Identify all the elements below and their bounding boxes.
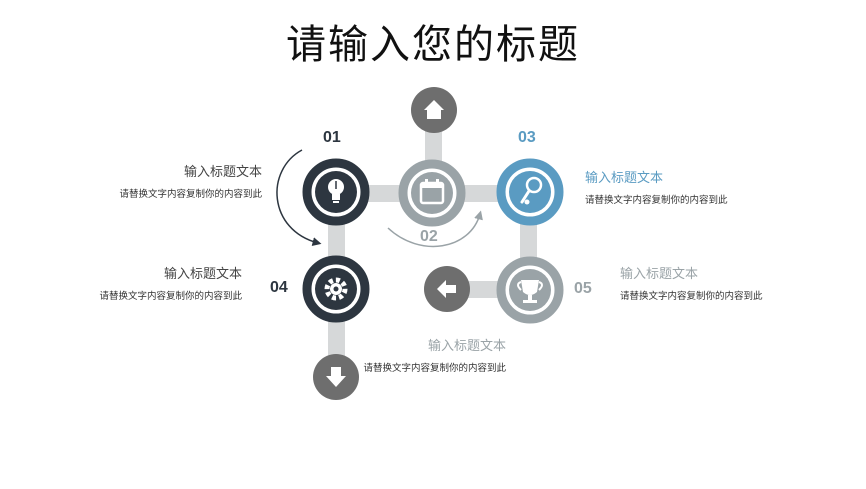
page-title: 请输入您的标题 <box>286 22 580 68</box>
step-title-04: 输入标题文本 <box>163 267 242 282</box>
gear-icon <box>324 277 348 301</box>
calendar-icon <box>419 179 445 205</box>
home-icon <box>424 100 444 119</box>
step-title-03: 输入标题文本 <box>585 171 664 186</box>
step-title-02: 输入标题文本 <box>427 339 506 354</box>
arrow-home <box>411 87 457 133</box>
step-number-01: 01 <box>323 129 341 146</box>
curved-arrow-02 <box>387 210 483 248</box>
step-desc-01: 请替换文字内容复制你的内容到此 <box>119 189 262 200</box>
step-title-05: 输入标题文本 <box>620 267 699 282</box>
step-circle-04 <box>302 255 370 323</box>
step-circle-02 <box>398 159 466 227</box>
step-text-05: 输入标题文本 请替换文字内容复制你的内容到此 <box>620 263 763 302</box>
step-title-01: 输入标题文本 <box>183 165 262 180</box>
step-desc-02: 请替换文字内容复制你的内容到此 <box>363 363 506 374</box>
step-desc-03: 请替换文字内容复制你的内容到此 <box>585 195 728 206</box>
step-circle-03 <box>496 158 564 226</box>
step-number-05: 05 <box>574 280 592 297</box>
step-text-04: 输入标题文本 请替换文字内容复制你的内容到此 <box>99 263 242 302</box>
step-circle-05 <box>496 256 564 324</box>
step-desc-04: 请替换文字内容复制你的内容到此 <box>99 291 242 302</box>
step-number-03: 03 <box>518 129 536 146</box>
arrow-down <box>313 354 359 400</box>
step-text-02: 输入标题文本 请替换文字内容复制你的内容到此 <box>363 335 506 374</box>
connector-down-arrow <box>328 315 345 360</box>
arrow-left <box>424 266 470 312</box>
step-number-04: 04 <box>270 279 288 296</box>
step-desc-05: 请替换文字内容复制你的内容到此 <box>620 291 763 302</box>
step-circle-01 <box>302 158 370 226</box>
curved-arrow-01-to-04 <box>276 149 322 246</box>
arrow-left-icon <box>437 280 456 298</box>
step-number-02: 02 <box>420 228 438 245</box>
step-text-01: 输入标题文本 请替换文字内容复制你的内容到此 <box>119 161 262 200</box>
lightbulb-icon <box>328 179 344 203</box>
step-text-03: 输入标题文本 请替换文字内容复制你的内容到此 <box>585 167 728 206</box>
trophy-icon <box>517 280 543 303</box>
magnifier-person-icon <box>520 176 543 205</box>
arrow-down-icon <box>326 367 346 387</box>
